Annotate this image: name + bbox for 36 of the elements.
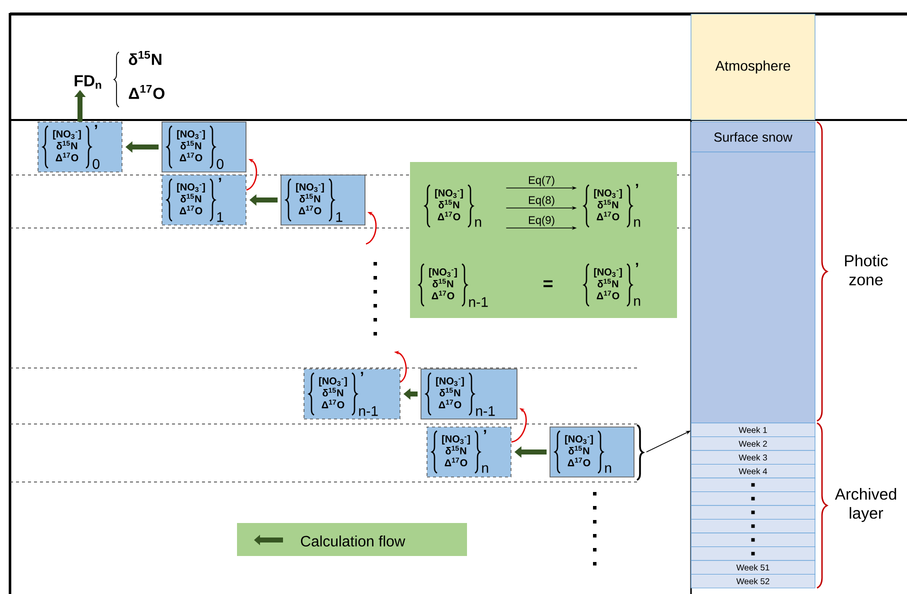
arrow bbox=[511, 408, 527, 443]
layer-row bbox=[690, 478, 816, 492]
vector-box: [NO$_{3}$$^{-}$] δ$^{15}$N Δ$^{17}$O ’ n-1 bbox=[304, 368, 400, 420]
vector-box: [NO$_{3}$$^{-}$] δ$^{15}$N Δ$^{17}$O ’ 0 bbox=[38, 122, 122, 172]
layer-row bbox=[690, 491, 816, 506]
zone-label: Photic zone bbox=[845, 254, 888, 286]
vector-box: [NO$_{3}$$^{-}$] δ$^{15}$N Δ$^{17}$O 0 bbox=[162, 122, 246, 172]
zone-label: Archived layer bbox=[834, 488, 896, 522]
layer-box: Surface snow bbox=[690, 122, 816, 152]
arrow bbox=[246, 159, 258, 191]
layer-row: Week 3 bbox=[690, 450, 816, 465]
arrow bbox=[366, 212, 377, 245]
layer-row: Week 52 bbox=[690, 574, 816, 588]
formula-label: FD$_{n}$ δ$^{15}$N Δ$^{17}$O bbox=[74, 50, 164, 108]
vector-formula: [NO$_{3}$$^{-}$] δ$^{15}$N Δ$^{17}$O ’ n bbox=[583, 184, 640, 228]
legend-box: Calculation flow bbox=[237, 523, 467, 556]
layer-row: Week 51 bbox=[690, 560, 816, 575]
vector-formula: [NO$_{3}$$^{-}$] δ$^{15}$N Δ$^{17}$O n bbox=[424, 184, 482, 228]
vector-box: [NO$_{3}$$^{-}$] δ$^{15}$N Δ$^{17}$O n-1 bbox=[420, 368, 518, 420]
layer-row: Week 4 bbox=[690, 464, 816, 478]
layer-row bbox=[690, 505, 816, 520]
vector-formula: [NO$_{3}$$^{-}$] δ$^{15}$N Δ$^{17}$O ’ n bbox=[583, 262, 640, 307]
edge-label: Eq(9) bbox=[528, 216, 556, 226]
layer-row: Week 2 bbox=[690, 436, 816, 451]
vector-box: [NO$_{3}$$^{-}$] δ$^{15}$N Δ$^{17}$O ’ 1 bbox=[162, 174, 246, 226]
layer-row bbox=[690, 518, 816, 534]
layer-row bbox=[690, 546, 816, 561]
vector-formula: [NO$_{3}$$^{-}$] δ$^{15}$N Δ$^{17}$O n-1 bbox=[418, 263, 488, 307]
layer-box: Atmosphere bbox=[690, 14, 816, 120]
layer-row: Week 1 bbox=[690, 422, 816, 438]
vector-box: [NO$_{3}$$^{-}$] δ$^{15}$N Δ$^{17}$O n bbox=[550, 426, 634, 478]
edge-label: Eq(8) bbox=[528, 196, 556, 206]
vector-box: [NO$_{3}$$^{-}$] δ$^{15}$N Δ$^{17}$O 1 bbox=[280, 174, 366, 226]
edge-label: Eq(7) bbox=[528, 176, 556, 186]
layer-row bbox=[690, 532, 816, 548]
vector-box: [NO$_{3}$$^{-}$] δ$^{15}$N Δ$^{17}$O ’ n bbox=[426, 426, 512, 478]
